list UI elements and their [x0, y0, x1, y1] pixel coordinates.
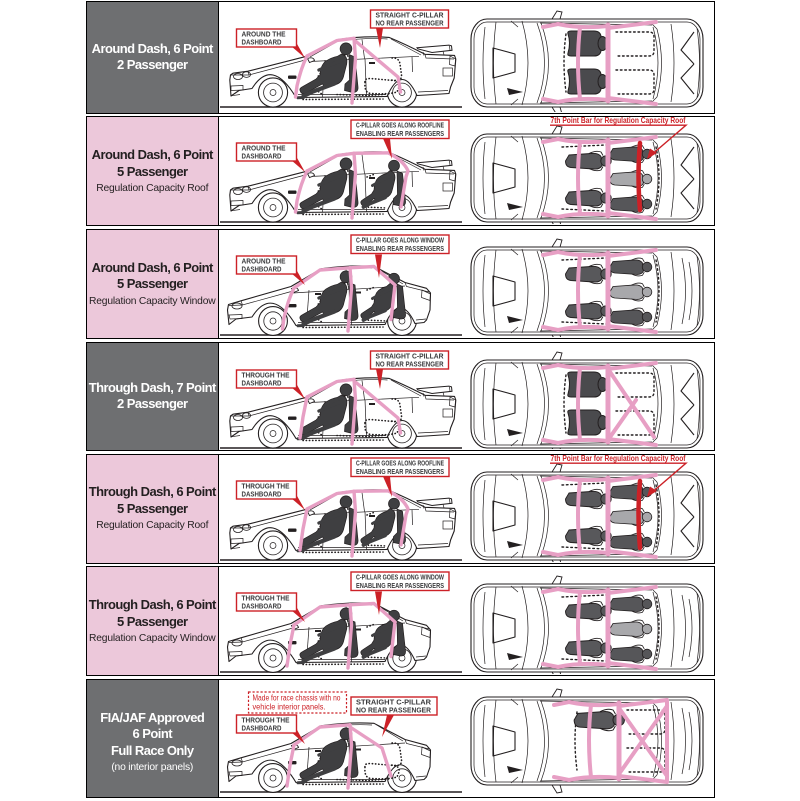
- svg-text:DASHBOARD: DASHBOARD: [242, 725, 282, 733]
- svg-text:7th Point Bar for Regulation C: 7th Point Bar for Regulation Capacity Ro…: [551, 455, 686, 463]
- svg-text:ENABLING REAR PASSENGERS: ENABLING REAR PASSENGERS: [356, 468, 444, 476]
- svg-text:AROUND THE: AROUND THE: [242, 30, 286, 38]
- svg-text:THROUGH THE: THROUGH THE: [242, 595, 290, 603]
- svg-text:C-PILLAR GOES ALONG ROOFLINE: C-PILLAR GOES ALONG ROOFLINE: [356, 122, 444, 130]
- svg-text:STRAIGHT C-PILLAR: STRAIGHT C-PILLAR: [376, 352, 444, 360]
- svg-text:NO REAR PASSENGER: NO REAR PASSENGER: [376, 19, 444, 27]
- svg-text:DASHBOARD: DASHBOARD: [242, 379, 282, 387]
- svg-text:C-PILLAR GOES ALONG WINDOW: C-PILLAR GOES ALONG WINDOW: [356, 237, 444, 245]
- svg-text:AROUND THE: AROUND THE: [242, 257, 286, 265]
- svg-text:THROUGH THE: THROUGH THE: [242, 717, 290, 725]
- svg-text:THROUGH THE: THROUGH THE: [242, 371, 290, 379]
- svg-text:Made for race chassis with no: Made for race chassis with no: [253, 694, 342, 703]
- svg-text:ENABLING REAR PASSENGERS: ENABLING REAR PASSENGERS: [356, 130, 444, 138]
- svg-text:DASHBOARD: DASHBOARD: [242, 153, 282, 161]
- svg-text:C-PILLAR GOES ALONG WINDOW: C-PILLAR GOES ALONG WINDOW: [356, 574, 444, 582]
- svg-text:DASHBOARD: DASHBOARD: [242, 603, 282, 611]
- svg-text:ENABLING REAR PASSENGERS: ENABLING REAR PASSENGERS: [356, 245, 444, 253]
- svg-text:NO REAR PASSENGER: NO REAR PASSENGER: [376, 360, 444, 368]
- svg-text:NO REAR PASSENGER: NO REAR PASSENGER: [356, 707, 431, 715]
- svg-text:ENABLING REAR PASSENGERS: ENABLING REAR PASSENGERS: [356, 582, 444, 590]
- svg-text:DASHBOARD: DASHBOARD: [242, 266, 282, 274]
- svg-text:STRAIGHT C-PILLAR: STRAIGHT C-PILLAR: [376, 11, 444, 19]
- svg-text:DASHBOARD: DASHBOARD: [242, 38, 282, 46]
- svg-text:DASHBOARD: DASHBOARD: [242, 490, 282, 498]
- svg-text:vehicle interior panels.: vehicle interior panels.: [253, 703, 326, 712]
- svg-text:AROUND THE: AROUND THE: [242, 145, 286, 153]
- svg-text:THROUGH THE: THROUGH THE: [242, 482, 290, 490]
- svg-text:C-PILLAR GOES ALONG ROOFLINE: C-PILLAR GOES ALONG ROOFLINE: [356, 459, 444, 467]
- svg-text:STRAIGHT C-PILLAR: STRAIGHT C-PILLAR: [356, 699, 431, 707]
- svg-text:7th Point Bar for Regulation C: 7th Point Bar for Regulation Capacity Ro…: [551, 117, 686, 125]
